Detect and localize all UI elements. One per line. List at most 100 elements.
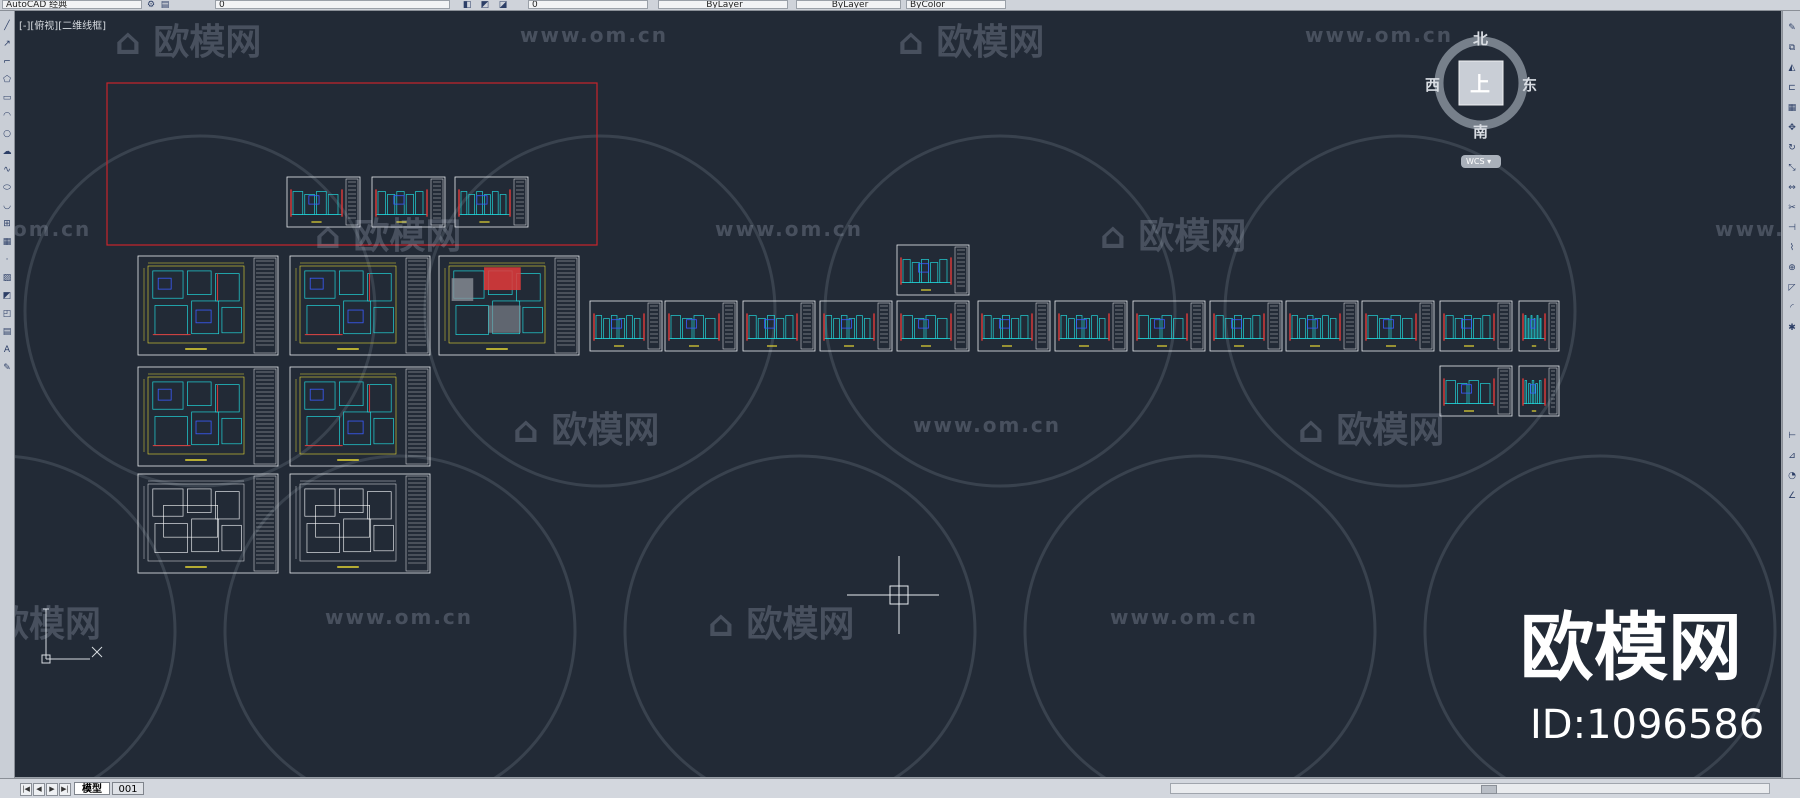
scale-icon[interactable]: ⤡	[1788, 163, 1796, 173]
extend-icon[interactable]: ⊣	[1788, 223, 1796, 233]
viewcube-east[interactable]: 东	[1522, 76, 1538, 94]
drawing-sheet[interactable]	[289, 473, 431, 574]
drawing-sheet[interactable]	[289, 366, 431, 467]
viewport-controls-label[interactable]: [-][俯视][二维线框]	[19, 21, 107, 32]
drawing-sheet[interactable]	[1361, 300, 1435, 352]
layer-tool-icon[interactable]: ◧	[462, 0, 472, 10]
drawing-sheet[interactable]	[589, 300, 663, 352]
drawing-sheet[interactable]	[438, 255, 580, 356]
layer-prev-icon[interactable]: ◪	[498, 0, 508, 10]
tab-layout-001[interactable]: 001	[112, 782, 144, 795]
drawing-sheet[interactable]	[1439, 300, 1513, 352]
drawing-sheet[interactable]	[977, 300, 1051, 352]
drawing-sheet[interactable]	[1518, 300, 1560, 352]
draw-toolbar: ╱ ↗ ⌐ ⬠ ▭ ◠ ○ ☁ ∿ ⬭ ◡ ⊞ ▦ · ▨ ◩ ◰ ▤ A ✎	[0, 11, 15, 779]
drawing-sheet[interactable]	[137, 255, 279, 356]
lineweight-dropdown[interactable]: ByLayer	[796, 0, 901, 9]
drawing-sheet[interactable]	[1132, 300, 1206, 352]
table-icon[interactable]: ▤	[2, 327, 12, 337]
polyline-icon[interactable]: ⌐	[3, 57, 11, 67]
spline-icon[interactable]: ∿	[3, 165, 11, 175]
region-icon[interactable]: ◰	[2, 309, 12, 319]
circle-icon[interactable]: ○	[3, 129, 11, 139]
selection-window	[106, 82, 598, 246]
layer-dropdown[interactable]: 0	[215, 0, 450, 9]
drawing-sheet[interactable]	[896, 300, 970, 352]
rectangle-icon[interactable]: ▭	[2, 93, 12, 103]
first-tab-button[interactable]: |◀	[20, 783, 32, 796]
last-tab-button[interactable]: ▶|	[59, 783, 71, 796]
insert-block-icon[interactable]: ⊞	[3, 219, 11, 229]
hatch-icon[interactable]: ▨	[2, 273, 12, 283]
revision-cloud-icon[interactable]: ☁	[2, 147, 12, 157]
polygon-icon[interactable]: ⬠	[3, 75, 11, 85]
gear-icon[interactable]: ⚙	[146, 0, 156, 10]
drawing-sheet[interactable]	[664, 300, 738, 352]
prev-tab-button[interactable]: ◀	[33, 783, 45, 796]
drawing-sheet[interactable]	[1439, 365, 1513, 417]
scrollbar-thumb[interactable]	[1481, 785, 1497, 794]
ellipse-arc-icon[interactable]: ◡	[3, 201, 11, 211]
watermark-url: www.om.cn	[715, 217, 864, 241]
watermark-url-fragment: om.cn	[15, 217, 92, 241]
drawing-sheet[interactable]	[454, 176, 529, 228]
chamfer-icon[interactable]: ◸	[1788, 283, 1796, 293]
erase-icon[interactable]: ✎	[1788, 23, 1796, 33]
workspace-dropdown[interactable]: AutoCAD 经典	[2, 0, 142, 9]
fillet-icon[interactable]: ◜	[1790, 303, 1794, 313]
drawing-sheet[interactable]	[371, 176, 446, 228]
rotate-icon[interactable]: ↻	[1788, 143, 1796, 153]
explode-icon[interactable]: ✱	[1788, 323, 1796, 333]
viewcube-west[interactable]: 西	[1425, 76, 1441, 94]
construction-line-icon[interactable]: ↗	[3, 39, 11, 49]
drawing-sheet[interactable]	[137, 473, 279, 574]
drawing-canvas[interactable]: [-][俯视][二维线框] www.	[15, 11, 1781, 777]
gradient-icon[interactable]: ◩	[2, 291, 12, 301]
make-block-icon[interactable]: ▦	[2, 237, 12, 247]
layer-match-icon[interactable]: ◩	[480, 0, 490, 10]
color-dropdown[interactable]: 0	[528, 0, 648, 9]
next-tab-button[interactable]: ▶	[46, 783, 58, 796]
viewcube[interactable]	[1417, 25, 1547, 175]
drawing-sheet[interactable]	[896, 244, 970, 296]
watermark-logo: ⌂ 欧模网	[708, 604, 855, 645]
add-selected-icon[interactable]: ✎	[3, 363, 11, 373]
drawing-sheet[interactable]	[742, 300, 816, 352]
drawing-sheet[interactable]	[289, 255, 431, 356]
viewcube-top-face[interactable]: 上	[1470, 72, 1490, 96]
ucs-menu-button[interactable]: WCS ▾	[1461, 155, 1501, 168]
drawing-sheet[interactable]	[1054, 300, 1128, 352]
point-icon[interactable]: ·	[5, 255, 9, 265]
viewcube-north[interactable]: 北	[1473, 30, 1489, 48]
drawing-sheet[interactable]	[819, 300, 893, 352]
viewcube-south[interactable]: 南	[1473, 123, 1489, 141]
join-icon[interactable]: ⊕	[1788, 263, 1796, 273]
multiline-text-icon[interactable]: A	[3, 345, 11, 355]
drawing-sheet[interactable]	[1518, 365, 1560, 417]
dimension-linear-icon[interactable]: ⊢	[1788, 431, 1796, 441]
line-icon[interactable]: ╱	[4, 21, 10, 31]
offset-icon[interactable]: ⊏	[1788, 83, 1796, 93]
drawing-sheet[interactable]	[1209, 300, 1283, 352]
trim-icon[interactable]: ✂	[1788, 203, 1796, 213]
dimension-aligned-icon[interactable]: ⊿	[1788, 451, 1796, 461]
horizontal-scrollbar[interactable]	[1170, 783, 1770, 794]
plotstyle-dropdown[interactable]: ByColor	[906, 0, 1006, 9]
drawing-sheet[interactable]	[1285, 300, 1359, 352]
move-icon[interactable]: ✥	[1788, 123, 1796, 133]
stretch-icon[interactable]: ⇔	[1788, 183, 1796, 193]
mirror-icon[interactable]: ◭	[1788, 63, 1796, 73]
copy-icon[interactable]: ⧉	[1788, 43, 1796, 53]
dimension-angular-icon[interactable]: ∠	[1787, 491, 1797, 501]
linetype-dropdown[interactable]: ByLayer	[658, 0, 788, 9]
tab-model[interactable]: 模型	[74, 782, 110, 795]
array-icon[interactable]: ▦	[1787, 103, 1797, 113]
drawing-sheet[interactable]	[286, 176, 361, 228]
dimension-radius-icon[interactable]: ◔	[1788, 471, 1796, 481]
arc-icon[interactable]: ◠	[3, 111, 11, 121]
ellipse-icon[interactable]: ⬭	[3, 183, 11, 193]
watermark-logo: ⌂ 欧模网	[513, 410, 660, 451]
break-icon[interactable]: ⌇	[1789, 243, 1795, 253]
workspace-icon[interactable]: ▤	[160, 0, 170, 10]
drawing-sheet[interactable]	[137, 366, 279, 467]
